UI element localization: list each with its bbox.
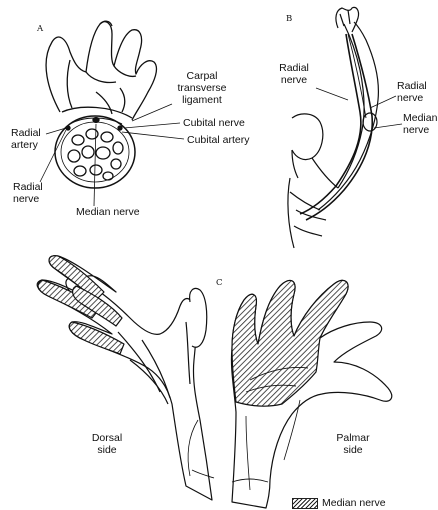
legend-swatch-median-nerve: [292, 498, 318, 509]
legend-label-median-nerve: Median nerve: [322, 497, 386, 509]
panel-c-palmar-hand: [231, 280, 391, 508]
label-palmar-side: Palmar side: [333, 432, 373, 456]
label-cubital-artery: Cubital artery: [187, 134, 249, 146]
panel-a-drawing: [40, 21, 184, 206]
panel-c-letter: C: [216, 278, 223, 288]
label-radial-nerve-a: Radial nerve: [13, 181, 43, 205]
label-dorsal-side: Dorsal side: [88, 432, 126, 456]
label-radial-artery: Radial artery: [11, 127, 41, 151]
label-carpal-transverse-ligament: Carpal transverse ligament: [174, 70, 230, 106]
label-median-nerve-a: Median nerve: [76, 206, 140, 218]
label-cubital-nerve: Cubital nerve: [183, 117, 245, 129]
label-radial-nerve-b-right: Radial nerve: [397, 80, 427, 104]
panel-b-letter: B: [286, 14, 292, 24]
panel-c-dorsal-hand: [37, 256, 212, 500]
label-median-nerve-b: Median nerve: [403, 112, 437, 136]
label-radial-nerve-b-left: Radial nerve: [276, 62, 312, 86]
panel-a-letter: A: [37, 24, 43, 34]
panel-b-drawing: [288, 7, 402, 248]
